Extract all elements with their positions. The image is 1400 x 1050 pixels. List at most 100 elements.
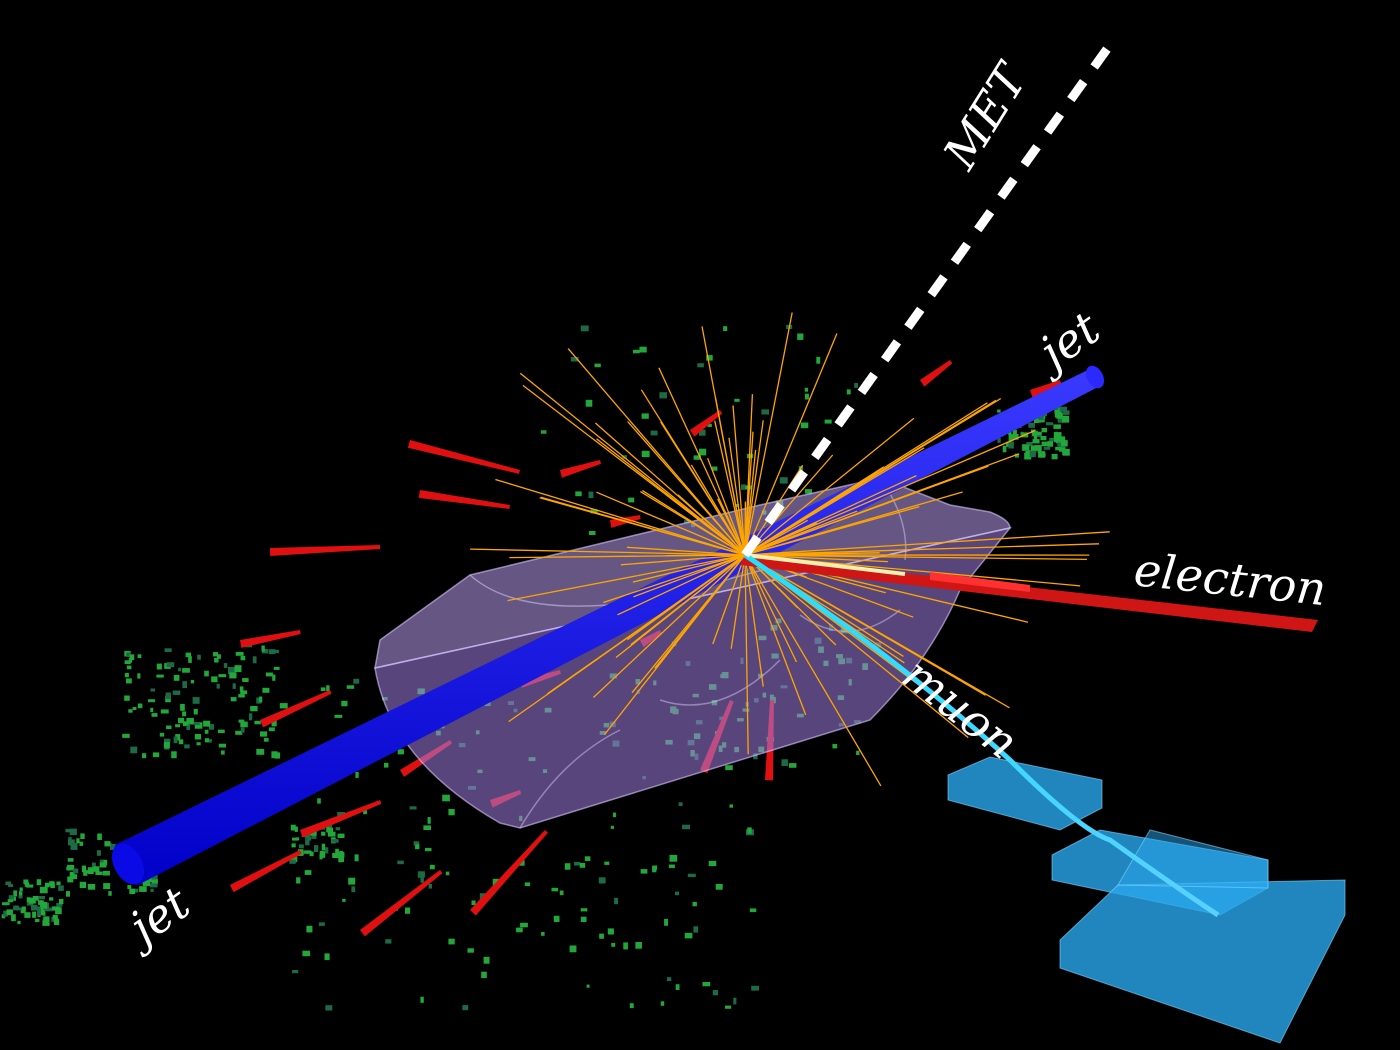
hadronic-hit — [659, 392, 667, 399]
hadronic-hit — [1047, 441, 1054, 447]
hadronic-hit — [846, 389, 851, 395]
hadronic-hit — [1014, 453, 1019, 458]
hadronic-hit — [1057, 441, 1061, 447]
hadronic-hit — [68, 839, 75, 846]
hadronic-hit — [164, 738, 171, 743]
hadronic-hit — [1008, 434, 1014, 441]
hadronic-hit — [65, 828, 71, 833]
track — [744, 554, 807, 716]
hadronic-hit — [302, 950, 311, 957]
hadronic-hit — [639, 346, 647, 353]
hadronic-hit — [666, 977, 672, 982]
hadronic-hit — [334, 714, 343, 718]
hadronic-hit — [79, 841, 84, 846]
track — [508, 554, 746, 723]
hadronic-hit — [184, 744, 190, 749]
hadronic-hit — [291, 843, 296, 848]
hadronic-hit — [17, 920, 21, 925]
hadronic-hit — [37, 909, 45, 916]
track — [706, 457, 746, 556]
hadronic-hit — [629, 1003, 634, 1009]
hadronic-hit — [633, 349, 640, 354]
track — [744, 447, 925, 556]
muon-chambers — [947, 756, 1346, 1044]
hadronic-hit — [239, 686, 244, 692]
hadronic-hit — [420, 876, 424, 883]
hadronic-hit — [256, 748, 265, 755]
hadronic-hit — [580, 325, 589, 332]
hadronic-hit — [204, 670, 209, 677]
hadronic-hit — [610, 825, 614, 829]
hadronic-hit — [1061, 440, 1068, 447]
hadronic-hit — [325, 847, 329, 854]
hadronic-hit — [38, 896, 45, 900]
hadronic-hit — [682, 824, 690, 830]
track — [730, 554, 746, 649]
hadronic-hit — [304, 870, 312, 875]
hadronic-hit — [711, 466, 718, 471]
hadronic-hit — [1002, 445, 1007, 453]
hadronic-hit — [8, 883, 14, 888]
hadronic-hit — [692, 901, 697, 907]
hadronic-hit — [173, 674, 180, 681]
hadronic-hit — [28, 897, 36, 904]
hadronic-hit — [1062, 415, 1070, 423]
hadronic-hit — [296, 877, 301, 884]
hadronic-hit — [289, 859, 296, 864]
hadronic-hit — [363, 810, 368, 815]
hadronic-hit — [124, 660, 131, 664]
hadronic-hit — [326, 685, 330, 691]
hadronic-hit — [1030, 445, 1035, 452]
hadronic-hit — [331, 839, 339, 843]
hadronic-hit — [93, 866, 100, 872]
hadronic-hit — [165, 695, 171, 703]
hadronic-hit — [321, 843, 326, 851]
track — [519, 372, 746, 556]
hadronic-hit — [541, 932, 545, 936]
hadronic-hit — [1062, 449, 1070, 455]
hadronic-hit — [708, 860, 717, 867]
hadronic-hit — [417, 871, 425, 878]
hadronic-hit — [1034, 434, 1038, 439]
hadronic-hit — [405, 907, 411, 914]
hadronic-hit — [272, 674, 276, 681]
hadronic-hit — [346, 685, 355, 689]
hadronic-hit — [1008, 441, 1014, 449]
hadronic-hit — [69, 828, 77, 836]
hadronic-hit — [254, 720, 261, 725]
hadronic-hit — [856, 750, 860, 755]
hadronic-hit — [1026, 442, 1033, 447]
hadronic-hit — [137, 654, 142, 658]
track — [744, 430, 1036, 556]
hadronic-hit — [664, 918, 668, 926]
hadronic-hit — [585, 399, 593, 407]
hadronic-hit — [586, 984, 590, 988]
hadronic-hit — [151, 873, 158, 880]
hadronic-hit — [273, 666, 280, 670]
track — [642, 490, 746, 556]
hadronic-hit — [669, 854, 678, 862]
track — [603, 554, 746, 604]
track — [744, 554, 1087, 561]
track — [728, 437, 746, 556]
hadronic-hit — [467, 948, 474, 953]
track — [744, 465, 989, 556]
hadronic-hit — [79, 881, 86, 889]
hadronic-hit — [232, 683, 236, 689]
hadronic-hit — [854, 383, 858, 388]
hadronic-hit — [87, 884, 96, 890]
hadronic-hit — [351, 886, 356, 893]
hadronic-hit — [1041, 441, 1049, 447]
hadronic-hit — [70, 874, 78, 879]
muon-track — [743, 552, 1220, 918]
hadronic-hit — [110, 843, 117, 850]
em-deposit — [240, 630, 301, 648]
em-deposit — [418, 490, 510, 509]
hadronic-hit — [684, 932, 693, 939]
hadronic-hit — [699, 448, 707, 456]
hadronic-hit — [594, 363, 601, 368]
hadronic-hit — [175, 734, 181, 741]
hadronic-hit — [194, 734, 201, 740]
track — [732, 405, 746, 556]
